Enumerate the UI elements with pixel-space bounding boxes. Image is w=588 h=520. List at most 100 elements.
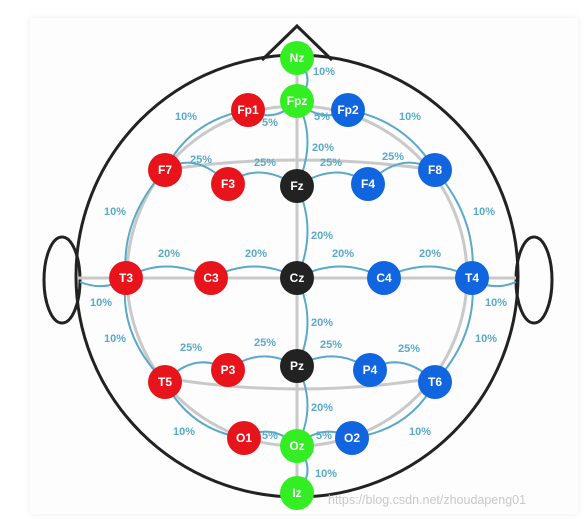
pct-t4-t6: 10%	[475, 333, 497, 345]
electrode-fpz-label: Fpz	[287, 94, 308, 108]
electrode-p4: P4	[353, 353, 387, 387]
pct-t3-t5: 10%	[104, 333, 126, 345]
electrode-p4-label: P4	[363, 363, 378, 377]
electrode-nz: Nz	[280, 41, 314, 75]
electrode-dot	[148, 153, 182, 187]
pct-fp1-fpz: 5%	[262, 117, 278, 129]
pct-t3-c3: 20%	[158, 248, 180, 260]
electrode-dot	[227, 421, 261, 455]
electrodes: Nz Fpz Fp1 Fp2 F7 F3 Fz F4 F8 T3 C3 Cz C…	[109, 41, 489, 510]
parietal-arc	[164, 376, 436, 391]
electrode-iz: Iz	[280, 476, 314, 510]
electrode-dot	[280, 349, 314, 383]
electrode-cz: Cz	[280, 261, 314, 295]
pct-t3-ear: 10%	[90, 297, 112, 309]
pct-pz-oz: 20%	[311, 402, 333, 414]
electrode-cz-label: Cz	[290, 271, 305, 285]
electrode-o2: O2	[335, 421, 369, 455]
electrode-dot	[455, 261, 489, 295]
pct-fz-f4: 25%	[320, 157, 342, 169]
electrode-dot	[109, 261, 143, 295]
electrode-f3: F3	[211, 167, 245, 201]
electrode-iz-label: Iz	[292, 486, 301, 500]
electrode-f8-label: F8	[428, 163, 442, 177]
electrode-pz: Pz	[280, 349, 314, 383]
pct-o1-bottom: 10%	[173, 426, 195, 438]
electrode-t5-label: T5	[158, 375, 172, 389]
pct-t4-ear: 10%	[485, 297, 507, 309]
pct-p3-pz: 25%	[254, 337, 276, 349]
electrode-fz-label: Fz	[290, 179, 303, 193]
pct-c3-cz: 20%	[245, 248, 267, 260]
pct-f4-f8: 25%	[382, 151, 404, 163]
pct-fpz-fz: 20%	[312, 142, 334, 154]
nose	[260, 23, 334, 62]
frontal-arc	[164, 158, 436, 172]
pct-cz-c4: 20%	[332, 248, 354, 260]
electrode-f7: F7	[148, 153, 182, 187]
electrode-t3: T3	[109, 261, 143, 295]
electrode-oz-label: Oz	[289, 439, 304, 453]
pct-oz-o2: 5%	[316, 430, 332, 442]
pct-f7-f3: 25%	[190, 154, 212, 166]
electrode-dot	[367, 261, 401, 295]
electrode-nz-label: Nz	[290, 51, 305, 65]
electrode-dot	[418, 153, 452, 187]
electrode-c3-label: C3	[203, 271, 219, 285]
pct-o2-bottom: 10%	[409, 426, 431, 438]
electrode-t5: T5	[148, 365, 182, 399]
electrode-fp1-label: Fp1	[237, 103, 259, 117]
electrode-dot	[331, 93, 365, 127]
electrode-o1: O1	[227, 421, 261, 455]
electrode-c4-label: C4	[376, 271, 392, 285]
pct-f3-fz: 25%	[254, 157, 276, 169]
left-ear	[42, 235, 82, 325]
electrode-f8: F8	[418, 153, 452, 187]
electrode-t6: T6	[418, 365, 452, 399]
percent-labels: 10% 10% 10% 5% 5% 25% 25% 25% 25% 20% 10…	[90, 66, 507, 480]
electrode-t4-label: T4	[465, 271, 479, 285]
electrode-o1-label: O1	[236, 431, 252, 445]
electrode-p3-label: P3	[221, 363, 236, 377]
electrode-f7-label: F7	[158, 163, 172, 177]
pct-oz-iz: 10%	[315, 468, 337, 480]
electrode-dot	[280, 429, 314, 463]
electrode-t4: T4	[455, 261, 489, 295]
electrode-fz: Fz	[280, 169, 314, 203]
pct-f8-t4: 10%	[473, 206, 495, 218]
electrode-oz: Oz	[280, 429, 314, 463]
pct-f7-t3: 10%	[104, 206, 126, 218]
electrode-fp2: Fp2	[331, 93, 365, 127]
pct-fp1-top: 10%	[175, 111, 197, 123]
electrode-dot	[231, 93, 265, 127]
electrode-fpz: Fpz	[280, 84, 314, 118]
pct-fz-cz: 20%	[311, 230, 333, 242]
measurement-link	[124, 169, 166, 279]
electrode-dot	[211, 353, 245, 387]
electrode-t6-label: T6	[428, 375, 442, 389]
electrode-dot	[353, 353, 387, 387]
pct-nz-fpz: 10%	[313, 66, 335, 78]
electrode-o2-label: O2	[344, 431, 360, 445]
pct-fpz-fp2: 5%	[314, 111, 330, 123]
electrode-fp2-label: Fp2	[337, 103, 359, 117]
electrode-c4: C4	[367, 261, 401, 295]
pct-fp2-top: 10%	[399, 111, 421, 123]
electrode-dot	[351, 167, 385, 201]
watermark: https://blog.csdn.net/zhoudapeng01	[328, 493, 527, 507]
pct-pz-p4: 25%	[320, 339, 342, 351]
pct-c4-t4: 20%	[419, 248, 441, 260]
electrode-f4-label: F4	[361, 177, 375, 191]
electrode-dot	[280, 169, 314, 203]
electrode-t3-label: T3	[119, 271, 133, 285]
electrode-dot	[418, 365, 452, 399]
pct-p4-t6: 25%	[398, 343, 420, 355]
pct-t5-p3: 25%	[180, 342, 202, 354]
pct-cz-pz: 20%	[311, 317, 333, 329]
pct-o1-oz: 5%	[262, 430, 278, 442]
electrode-dot	[280, 261, 314, 295]
electrode-dot	[280, 476, 314, 510]
electrode-pz-label: Pz	[290, 359, 304, 373]
